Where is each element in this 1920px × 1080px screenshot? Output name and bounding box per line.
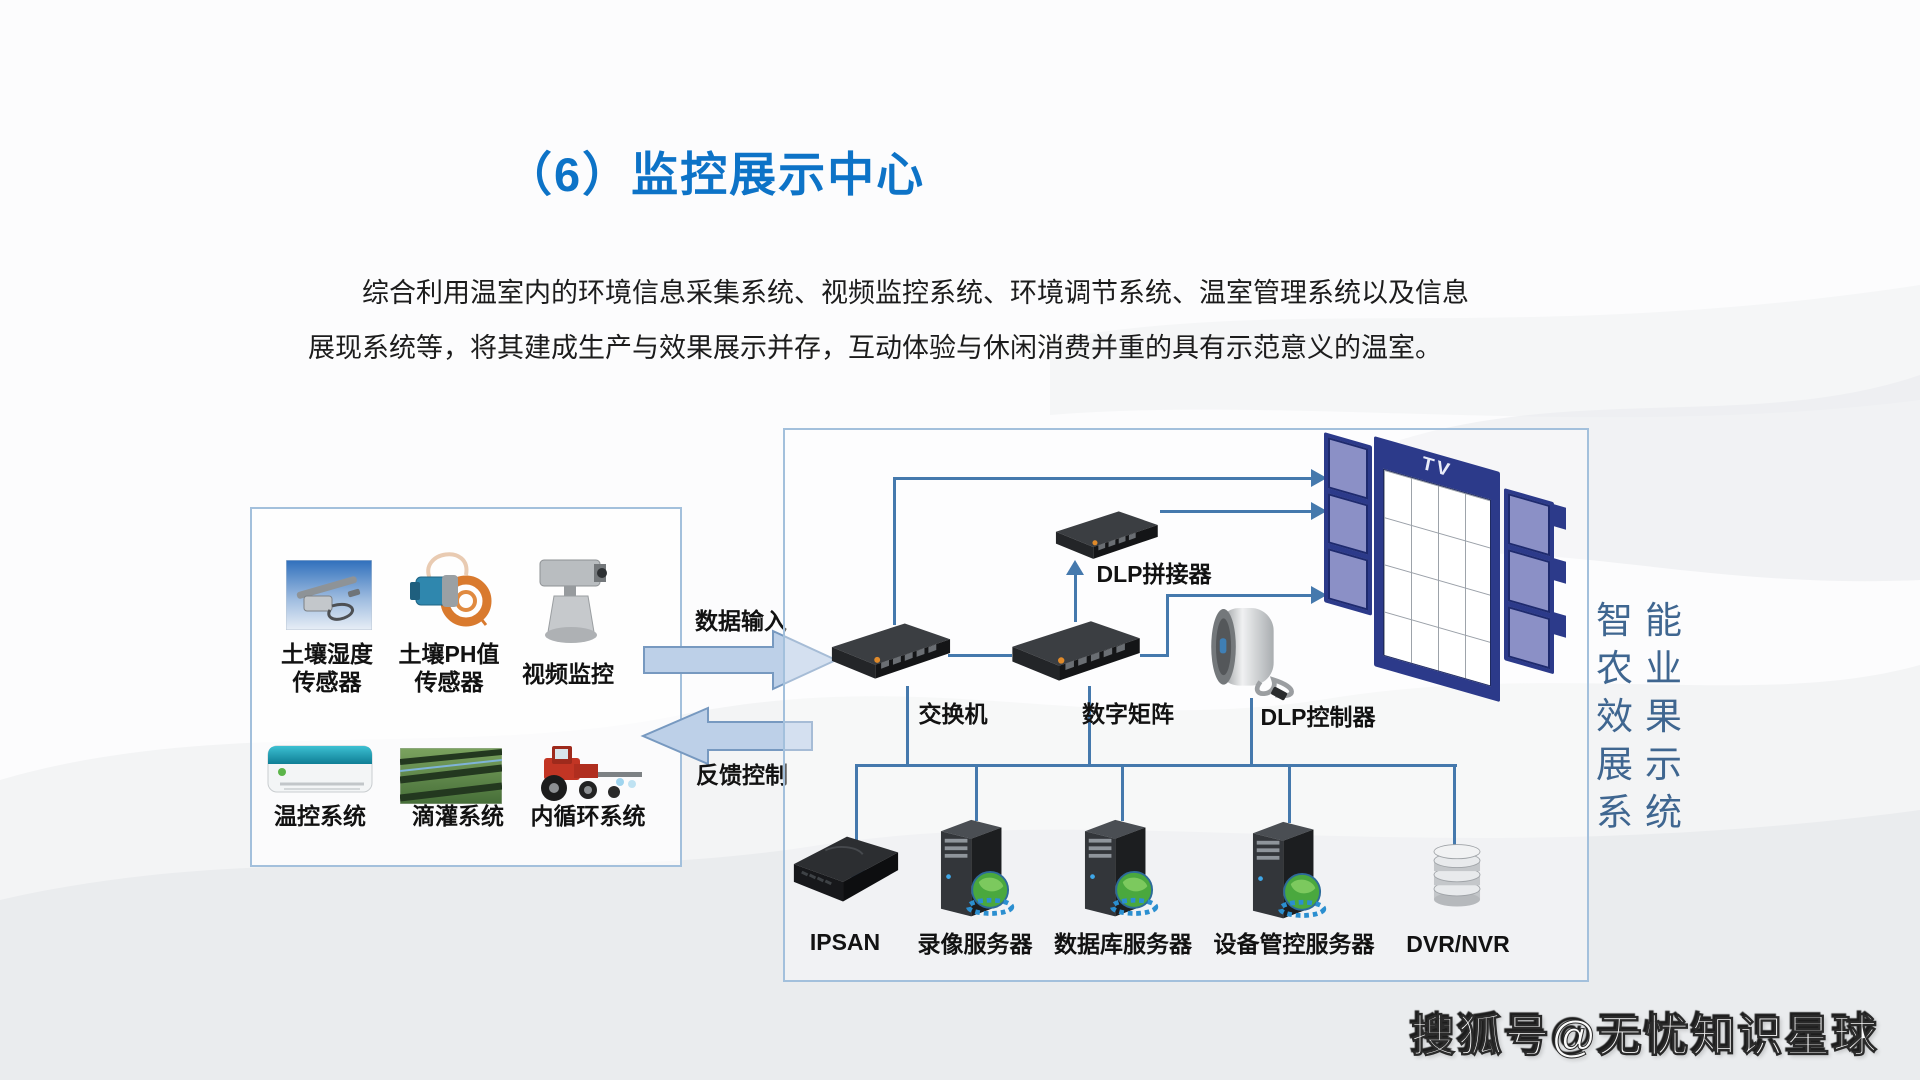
tv-wall-main-frame: TV — [1374, 436, 1500, 703]
drip-irrigation-image — [400, 748, 502, 804]
dvr-drop — [1453, 766, 1456, 846]
internal-circulation-label: 内循环系统 — [530, 803, 646, 829]
digital-matrix-label: 数字矩阵 — [1082, 701, 1174, 727]
dlp-controller-device — [1211, 608, 1294, 701]
soil-ph-sensor-label: 土壤PH值 传感器 — [398, 641, 500, 695]
switch-down-line — [906, 686, 909, 766]
tv-wall-tab — [1554, 612, 1566, 638]
drip-irrigation-label: 滴灌系统 — [412, 803, 504, 829]
feedback-arrow — [640, 706, 813, 766]
page-title: （6）监控展示中心 — [505, 148, 926, 201]
mgmt-server-drop — [1288, 766, 1291, 823]
ipsan-drop-line — [855, 766, 858, 872]
switch-matrix-line — [948, 654, 1012, 657]
temp-control-image — [267, 745, 373, 793]
digital-matrix-device — [1012, 621, 1140, 681]
dlp-splicer-label: DLP拼接器 — [1096, 561, 1212, 587]
database-server-label: 数据库服务器 — [1054, 931, 1192, 957]
matrix-to-tv-arrowhead — [1311, 586, 1327, 604]
management-server-device — [1252, 821, 1327, 919]
record-server-drop — [975, 766, 978, 821]
switch-to-tv-line — [893, 477, 1313, 480]
splicer-to-tv-arrowhead — [1311, 502, 1327, 520]
matrix-to-splicer-arrowhead — [1066, 560, 1084, 575]
tv-wall-tab — [1554, 558, 1566, 584]
feedback-control-label: 反馈控制 — [696, 762, 788, 788]
intro-paragraph: 综合利用温室内的环境信息采集系统、视频监控系统、环境调节系统、温室管理系统以及信… — [308, 266, 1558, 376]
temp-control-label: 温控系统 — [274, 803, 366, 829]
switch-to-tv-arrowhead — [1311, 469, 1327, 487]
bus-line — [855, 764, 1457, 767]
soil-moisture-sensor-image — [286, 560, 372, 630]
tv-wall-screen-grid — [1383, 468, 1491, 687]
database-server-device — [1084, 819, 1159, 917]
soil-moisture-sensor-label: 土壤湿度 传感器 — [281, 641, 373, 695]
video-monitor-label: 视频监控 — [522, 661, 614, 687]
data-input-label: 数据输入 — [695, 608, 787, 634]
matrix-to-tv-line — [1166, 594, 1313, 597]
internal-circulation-image — [541, 746, 642, 801]
watermark: 搜狐号@无忧知识星球 — [1411, 1012, 1880, 1062]
tv-wall: TV — [1322, 430, 1566, 703]
data-input-arrow — [643, 629, 839, 691]
dvr-nvr-device — [1433, 844, 1481, 907]
ipsan-device — [793, 836, 899, 902]
management-server-label: 设备管控服务器 — [1213, 931, 1375, 957]
dlp-splicer-device — [1055, 511, 1158, 559]
record-server-device — [940, 819, 1015, 917]
splicer-to-tv-line — [1160, 510, 1313, 513]
tv-wall-left-column — [1324, 432, 1372, 616]
paragraph-line-2: 展现系统等，将其建成生产与效果展示并存，互动体验与休闲消费并重的具有示范意义的温… — [308, 333, 1442, 363]
tv-wall-tab — [1554, 504, 1566, 530]
switch-up-line — [893, 478, 896, 625]
soil-ph-sensor-image — [410, 552, 492, 627]
matrix-right-stub — [1140, 654, 1169, 657]
dlp-controller-label: DLP控制器 — [1260, 704, 1376, 730]
controller-down-line — [1250, 698, 1253, 766]
tv-wall-right-column — [1504, 488, 1554, 675]
video-camera-image — [539, 559, 607, 643]
system-caption: 智能农业效果展示系统 — [1596, 601, 1694, 834]
db-server-drop — [1121, 766, 1124, 821]
matrix-right-up-line — [1166, 594, 1169, 657]
switch-label: 交换机 — [918, 701, 988, 727]
switch-device — [831, 623, 951, 679]
matrix-to-splicer-line — [1074, 574, 1077, 622]
paragraph-line-1: 综合利用温室内的环境信息采集系统、视频监控系统、环境调节系统、温室管理系统以及信… — [362, 278, 1469, 308]
matrix-down-line — [1088, 686, 1091, 766]
record-server-label: 录像服务器 — [917, 931, 1033, 957]
dvr-nvr-label: DVR/NVR — [1406, 931, 1510, 957]
ipsan-label: IPSAN — [809, 929, 881, 955]
